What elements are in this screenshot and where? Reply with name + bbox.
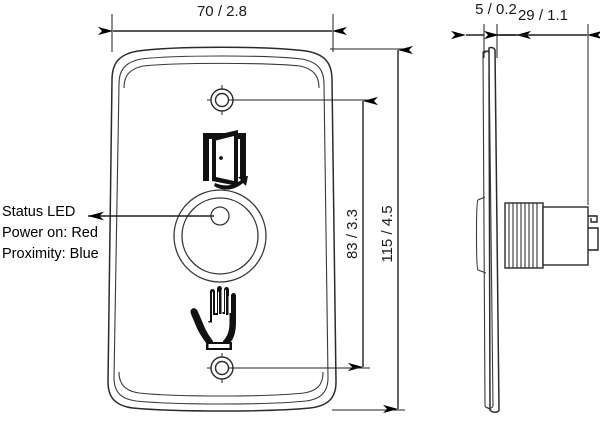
annotation-led-power: Power on: Red — [2, 225, 98, 241]
hand-palm-icon — [190, 286, 236, 350]
side-plate-outer — [488, 46, 500, 413]
dimension-label-side-body-depth: 29 / 1.1 — [518, 7, 568, 24]
door-exit-icon — [203, 130, 248, 190]
dimension-label-front-width: 70 / 2.8 — [197, 3, 247, 20]
status-led-annotation: Status LED Power on: Red Proximity: Blue — [2, 204, 214, 262]
dimension-label-front-height-overall: 115 / 4.5 — [379, 205, 396, 262]
faceplate-top-bevel — [123, 62, 320, 89]
side-plate-top-edge — [483, 49, 490, 54]
faceplate-inner-outline — [113, 55, 329, 405]
side-connector-tabs — [588, 215, 599, 251]
side-rear-body — [542, 206, 589, 266]
screw-hole-icon — [207, 353, 237, 383]
dimension-front-width: 70 / 2.8 — [98, 3, 347, 52]
side-view — [475, 46, 599, 413]
front-view — [107, 46, 337, 412]
dimension-label-side-plate-thickness: 5 / 0.2 — [475, 1, 517, 18]
side-sensor-boss — [475, 196, 487, 274]
faceplate-bottom-bevel — [118, 371, 324, 397]
annotation-led-proximity: Proximity: Blue — [2, 246, 99, 262]
dimension-side-body-depth: 29 / 1.1 — [484, 7, 600, 205]
side-knurled-nut — [504, 202, 544, 269]
faceplate-outer-outline — [107, 46, 337, 412]
dimension-front-height-overall: 115 / 4.5 — [330, 45, 413, 414]
annotation-led-label: Status LED — [2, 204, 75, 220]
side-plate-bottom-edge — [485, 406, 492, 411]
proximity-sensor-ring — [173, 189, 267, 283]
dimension-label-front-height-inner: 83 / 3.3 — [344, 209, 361, 259]
